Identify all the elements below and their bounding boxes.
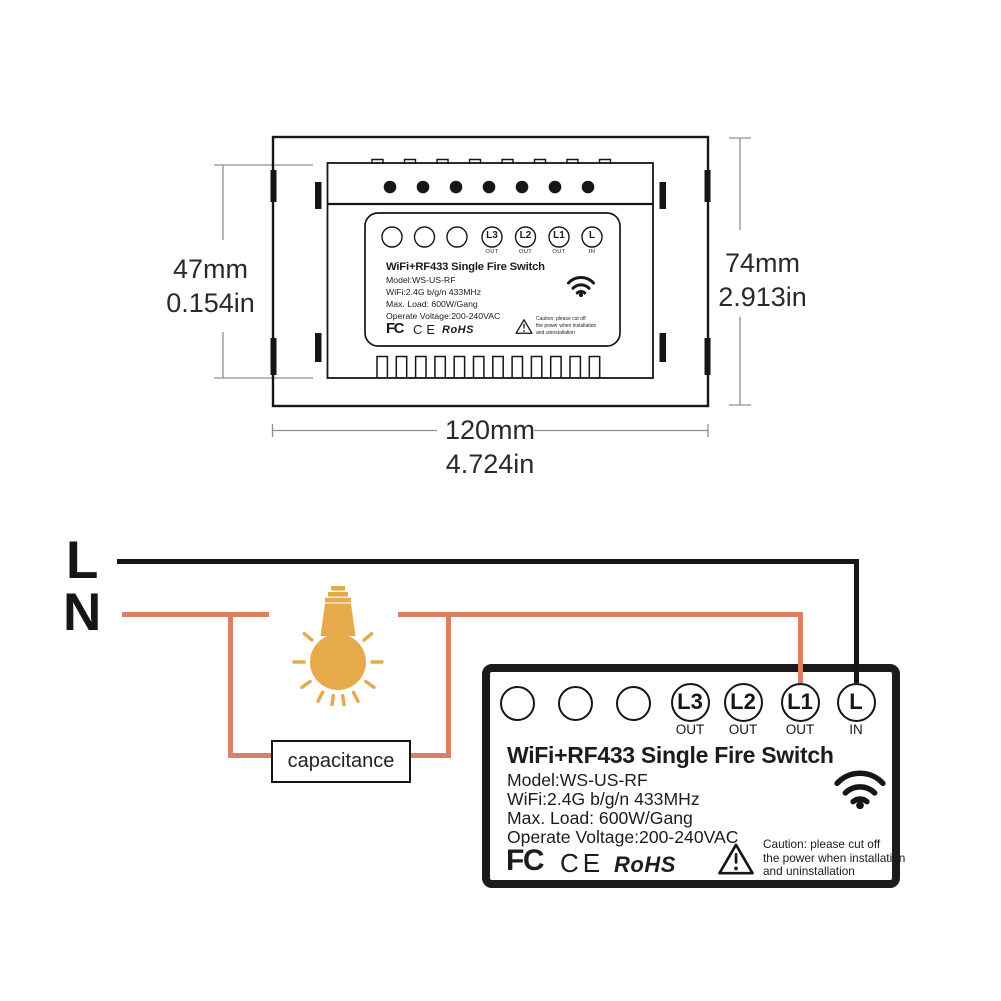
- terminal-sub-out: OUT: [485, 249, 499, 255]
- spec-voltage: Operate Voltage:200-240VAC: [507, 827, 739, 847]
- capacitor-branch-left-vertical: [227, 611, 233, 758]
- ce-logo: CE: [413, 322, 440, 337]
- dimension-device-height: 47mm 0.154in: [148, 252, 273, 320]
- touch-button-circle: [499, 685, 535, 721]
- dim-inch: 4.724in: [445, 449, 535, 479]
- terminal-sub-out: OUT: [552, 249, 566, 255]
- terminal-label: L2: [730, 689, 756, 714]
- dim-line-120mm: [271, 424, 709, 437]
- dim-inch: 2.913in: [718, 282, 807, 312]
- neutral-wire-to-l1: [797, 611, 803, 683]
- fcc-logo: FC: [506, 844, 545, 877]
- mounting-tabs: [270, 170, 711, 375]
- caution-line: the power when installation: [763, 850, 906, 865]
- terminal-sub-in: IN: [588, 249, 596, 255]
- label-panel: [364, 212, 621, 347]
- dim-line-74mm: [729, 137, 751, 406]
- live-label: L: [66, 531, 99, 590]
- rohs-logo: RoHS: [614, 852, 676, 877]
- wifi-icon: [834, 770, 886, 809]
- rohs-logo: RoHS: [442, 324, 474, 336]
- spec-load: Max. Load: 600W/Gang: [386, 299, 478, 309]
- terminal-label-l1: L1: [553, 230, 565, 241]
- mounting-frame: [271, 135, 710, 408]
- dim-line-47mm: [214, 164, 313, 379]
- touch-button-circle: [615, 685, 651, 721]
- live-wire-vertical: [853, 559, 859, 683]
- warning-icon: [718, 843, 754, 875]
- terminal-sub-out: OUT: [785, 722, 815, 737]
- terminal-sub-out: OUT: [728, 722, 758, 737]
- dimension-diagram-linework: [214, 135, 751, 437]
- terminal-screw-dots: [383, 180, 595, 194]
- dimension-frame-height: 74mm 2.913in: [710, 246, 815, 314]
- caution-line: and uninstallation: [536, 330, 575, 336]
- terminal-label: L1: [787, 689, 813, 714]
- spec-wifi: WiFi:2.4G b/g/n 433MHz: [507, 789, 700, 809]
- terminal-sub-out: OUT: [518, 249, 533, 255]
- light-bulb-icon: [292, 586, 384, 706]
- capacitor-branch-left-horizontal: [227, 753, 274, 758]
- wifi-icon: [567, 276, 595, 297]
- switch-front-drawing: [271, 135, 710, 408]
- dimension-lines: [214, 137, 751, 437]
- device-body: [326, 162, 654, 379]
- device-title: WiFi+RF433 Single Fire Switch: [386, 261, 545, 273]
- neutral-label: N: [63, 583, 102, 642]
- terminal-l3: L3: [670, 682, 710, 722]
- capacitor-box: capacitance: [271, 740, 411, 783]
- warning-icon: [515, 319, 533, 334]
- ce-logo: CE: [560, 848, 605, 878]
- capacitor-branch-right-vertical: [446, 611, 451, 758]
- terminal-l: L: [836, 682, 876, 722]
- heatsink-comb: [376, 355, 601, 378]
- spec-model: Model:WS-US-RF: [386, 275, 456, 285]
- dim-inch: 0.154in: [166, 288, 255, 318]
- terminal-label-l: L: [588, 230, 596, 241]
- spec-load: Max. Load: 600W/Gang: [507, 808, 693, 828]
- touch-button-circle: [557, 685, 593, 721]
- terminal-label: L3: [677, 689, 703, 714]
- live-wire-horizontal: [117, 559, 859, 564]
- touch-button-circles: [381, 226, 603, 248]
- device-title: WiFi+RF433 Single Fire Switch: [507, 742, 834, 768]
- fcc-logo: FC: [386, 320, 405, 337]
- top-castellations: [371, 158, 612, 164]
- dimension-width: 120mm 4.724in: [400, 413, 580, 481]
- terminal-sub-out: OUT: [675, 722, 705, 737]
- neutral-wire-left: [122, 611, 269, 617]
- terminal-label-l3: L3: [486, 230, 498, 241]
- terminal-l1: L1: [780, 682, 820, 722]
- capacitor-label: capacitance: [287, 750, 395, 772]
- capacitor-branch-right-horizontal: [409, 753, 451, 758]
- terminal-sub-in: IN: [849, 722, 863, 737]
- terminal-label: L: [849, 689, 863, 714]
- dim-mm: 74mm: [724, 248, 800, 278]
- caution-line: and uninstallation: [763, 864, 855, 878]
- spec-wifi: WiFi:2.4G b/g/n 433MHz: [386, 287, 482, 297]
- terminal-l2: L2: [723, 682, 763, 722]
- neutral-wire-right: [398, 611, 803, 617]
- dim-mm: 47mm: [172, 254, 248, 284]
- spec-model: Model:WS-US-RF: [507, 770, 648, 790]
- caution-line: Caution: please cut off: [536, 316, 586, 322]
- bulb-rays: [292, 632, 384, 706]
- spec-voltage: Operate Voltage:200-240VAC: [386, 311, 501, 321]
- dim-mm: 120mm: [444, 415, 536, 445]
- caution-line: Caution: please cut off: [763, 837, 881, 851]
- caution-line: the power when installation: [536, 323, 597, 329]
- terminal-label-l2: L2: [519, 230, 532, 241]
